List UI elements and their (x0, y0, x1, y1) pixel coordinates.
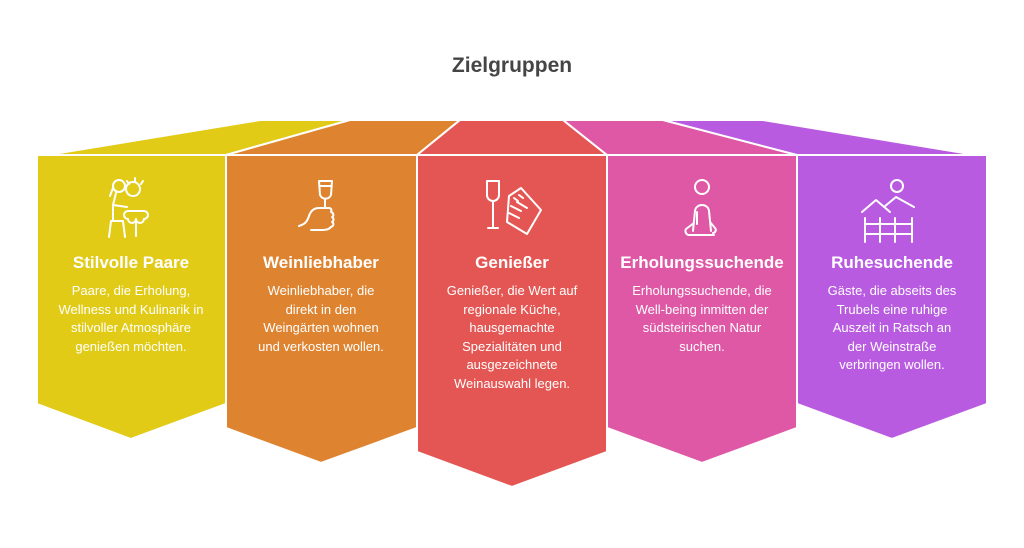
panel-title: Genießer (475, 253, 549, 272)
panel-description: Gäste, die abseits des Trubels eine ruhi… (827, 283, 957, 373)
wine-glass-hand-icon (287, 176, 357, 246)
panel-title: Weinliebhaber (263, 253, 379, 272)
panel-title: Erholungssuchende (620, 253, 784, 272)
wine-menu-icon (477, 176, 547, 246)
panel-erholungssuchende (606, 154, 798, 464)
panel-description: Paare, die Erholung, Wellness und Kulina… (58, 283, 204, 354)
diagram-title: Zielgruppen (451, 54, 573, 77)
couple-icon (97, 176, 167, 246)
meditation-icon (667, 176, 737, 246)
panel-text-stilvolle-paare: Stilvolle Paare Paare, die Erholung, Wel… (41, 246, 221, 356)
panel-stilvolle-paare (36, 154, 227, 440)
panel-description: Erholungssuchende, die Well-being inmitt… (632, 283, 772, 354)
landscape-fence-icon (857, 176, 927, 246)
panel-description: Genießer, die Wert auf regionale Küche, … (446, 283, 578, 391)
panel-text-weinliebhaber: Weinliebhaber Weinliebhaber, die direkt … (231, 246, 411, 356)
panel-text-ruhesuchende: Ruhesuchende Gäste, die abseits des Trub… (802, 246, 982, 375)
panel-description: Weinliebhaber, die direkt in den Weingär… (258, 283, 384, 354)
panel-text-erholungssuchende: Erholungssuchende Erholungssuchende, die… (612, 246, 792, 356)
panel-ruhesuchende (796, 154, 988, 440)
panel-text-geniesser: Genießer Genießer, die Wert auf regional… (422, 246, 602, 394)
panel-weinliebhaber (225, 154, 418, 464)
panel-title: Stilvolle Paare (72, 253, 190, 272)
panel-geniesser (416, 154, 608, 488)
panel-title: Ruhesuchende (831, 253, 953, 272)
